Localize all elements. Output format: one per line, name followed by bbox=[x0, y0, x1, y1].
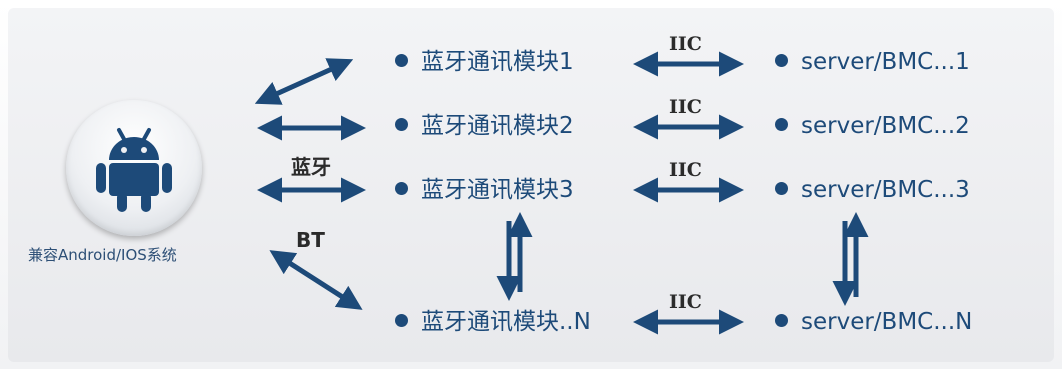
bt-module-2: 蓝牙通讯模块2 bbox=[395, 112, 574, 140]
bt-module-label: 蓝牙通讯模块3 bbox=[421, 177, 574, 203]
device-compat-label: 兼容Android/IOS系统 bbox=[28, 246, 177, 264]
bullet-dot bbox=[775, 314, 788, 327]
bullet-dot bbox=[775, 118, 788, 131]
android-device-badge bbox=[66, 100, 202, 236]
iic-label-1: IIC bbox=[669, 33, 702, 55]
bt-module-label: 蓝牙通讯模块1 bbox=[421, 49, 574, 75]
server-node-n: server/BMC...N bbox=[775, 308, 972, 336]
bullet-dot bbox=[395, 182, 408, 195]
bt-module-3: 蓝牙通讯模块3 bbox=[395, 176, 574, 204]
bt-module-label: 蓝牙通讯模块..N bbox=[421, 309, 591, 335]
server-node-2: server/BMC...2 bbox=[775, 112, 970, 140]
bt-link-arrow-1 bbox=[254, 58, 354, 105]
bullet-dot bbox=[395, 314, 408, 327]
iic-label-3: IIC bbox=[669, 159, 702, 181]
server-label: server/BMC...N bbox=[801, 309, 973, 335]
bullet-dot bbox=[395, 118, 408, 131]
android-icon bbox=[96, 128, 172, 212]
bt-link-arrow-n bbox=[269, 250, 363, 310]
bt-module-label: 蓝牙通讯模块2 bbox=[421, 113, 574, 139]
server-node-3: server/BMC...3 bbox=[775, 176, 970, 204]
server-label: server/BMC...2 bbox=[801, 113, 970, 139]
bluetooth-label: 蓝牙 bbox=[291, 155, 331, 179]
iic-label-2: IIC bbox=[669, 96, 702, 118]
server-label: server/BMC...1 bbox=[801, 49, 970, 75]
bullet-dot bbox=[775, 182, 788, 195]
bullet-dot bbox=[395, 54, 408, 67]
bt-module-n: 蓝牙通讯模块..N bbox=[395, 308, 591, 336]
bt-module-1: 蓝牙通讯模块1 bbox=[395, 48, 574, 76]
server-label: server/BMC...3 bbox=[801, 177, 970, 203]
bt-label: BT bbox=[296, 228, 325, 252]
server-node-1: server/BMC...1 bbox=[775, 48, 970, 76]
bullet-dot bbox=[775, 54, 788, 67]
iic-label-n: IIC bbox=[669, 291, 702, 313]
